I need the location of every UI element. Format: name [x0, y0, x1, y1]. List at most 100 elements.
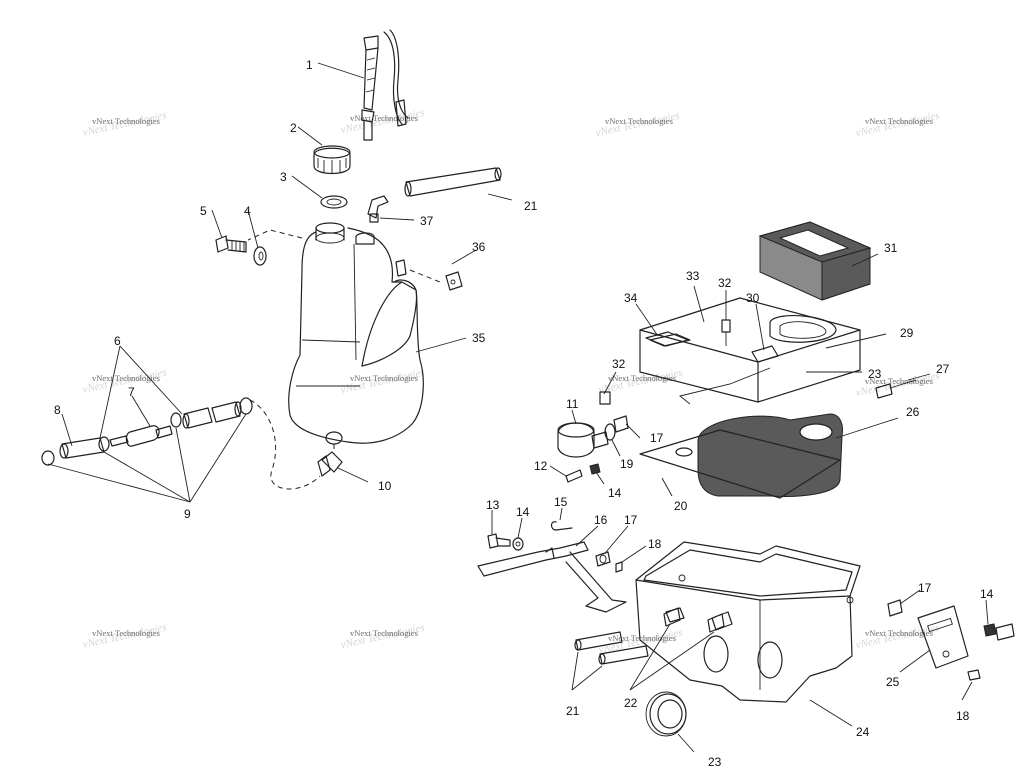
part-13-bolt — [487, 533, 511, 549]
watermark: vNext Technologies vNext Technologies — [855, 110, 941, 140]
svg-text:vNext Technologies: vNext Technologies — [865, 628, 933, 638]
svg-text:vNext Technologies: vNext Technologies — [92, 628, 160, 638]
callout-37: 37 — [420, 214, 434, 228]
callout-27: 27 — [936, 362, 950, 376]
part-33-airbox-lid — [639, 297, 861, 403]
callout-14-c: 14 — [980, 587, 994, 601]
watermark: vNext Technologies vNext Technologies — [82, 109, 168, 139]
svg-text:vNext Technologies: vNext Technologies — [350, 373, 418, 383]
svg-text:vNext Technologies: vNext Technologies — [865, 376, 933, 386]
svg-text:vNext Technologies: vNext Technologies — [92, 116, 160, 126]
callout-5: 5 — [200, 204, 207, 218]
part-37-elbow-fitting — [367, 195, 389, 223]
callout-17-a: 17 — [650, 431, 664, 445]
callout-31: 31 — [884, 241, 898, 255]
callout-6: 6 — [114, 334, 121, 348]
part-17-fitting — [613, 415, 629, 433]
part-27-stud — [875, 379, 917, 399]
watermark: vNext Technologies vNext Technologies — [340, 107, 426, 137]
callout-14-a: 14 — [516, 505, 530, 519]
part-15-clip — [550, 521, 573, 531]
part-32-clip — [721, 319, 731, 346]
callout-17-c: 17 — [918, 581, 932, 595]
part-3-gasket — [320, 195, 348, 209]
callout-12: 12 — [534, 459, 548, 473]
part-21-hose-top — [404, 167, 502, 197]
watermark: vNext Technologies vNext Technologies — [82, 366, 168, 396]
part-22-nipple — [663, 607, 725, 633]
part-8-hose — [59, 437, 105, 459]
callout-8: 8 — [54, 403, 61, 417]
part-2-fuel-cap — [313, 145, 351, 175]
part-18-rivet-right — [967, 669, 981, 681]
svg-text:vNext Technologies: vNext Technologies — [350, 628, 418, 638]
part-34-label — [645, 331, 689, 347]
callout-21-a: 21 — [524, 199, 538, 213]
part-25-mount-plate — [917, 605, 969, 669]
callout-32-b: 32 — [612, 357, 626, 371]
part-16-bracket — [477, 541, 627, 613]
callouts: 1 2 3 4 5 6 7 8 9 10 11 12 13 14 14 14 1… — [54, 58, 994, 768]
part-17-grommet — [595, 551, 611, 567]
part-17-bushing — [887, 599, 903, 617]
callout-17-b: 17 — [624, 513, 638, 527]
part-4-washer — [253, 246, 267, 266]
part-14-nut — [589, 463, 601, 475]
callout-10: 10 — [378, 479, 392, 493]
svg-text:vNext Technologies: vNext Technologies — [608, 373, 676, 383]
callout-30: 30 — [746, 291, 760, 305]
watermark: vNext Technologies vNext Technologies — [595, 110, 681, 140]
part-21-hose-bottom — [574, 631, 649, 665]
part-14-washer — [512, 537, 524, 551]
callout-32-a: 32 — [718, 276, 732, 290]
part-18-rivet — [615, 561, 623, 573]
callout-2: 2 — [290, 121, 297, 135]
callout-34: 34 — [624, 291, 638, 305]
callout-22: 22 — [624, 696, 638, 710]
part-12-screw — [565, 469, 583, 483]
callout-24: 24 — [856, 725, 870, 739]
svg-text:vNext Technologies: vNext Technologies — [605, 116, 673, 126]
callout-11: 11 — [566, 397, 579, 411]
callout-7: 7 — [128, 385, 135, 399]
svg-text:vNext Technologies: vNext Technologies — [350, 113, 418, 123]
part-35-fuel-tank — [247, 222, 441, 444]
part-11-sensor — [557, 422, 609, 458]
callout-15: 15 — [554, 495, 568, 509]
part-14-nut-right — [983, 623, 1015, 641]
callout-29: 29 — [900, 326, 914, 340]
part-23-grommet-ring — [645, 691, 687, 737]
callout-16: 16 — [594, 513, 608, 527]
part-10-drain-fitting — [317, 431, 343, 477]
callout-13: 13 — [486, 498, 500, 512]
svg-text:vNext Technologies: vNext Technologies — [608, 633, 676, 643]
callout-9: 9 — [184, 507, 191, 521]
watermark: vNext Technologies vNext Technologies — [340, 367, 426, 397]
part-6-hose — [182, 401, 242, 429]
callout-3: 3 — [280, 170, 287, 184]
callout-21-b: 21 — [566, 704, 580, 718]
callout-25: 25 — [886, 675, 900, 689]
callout-23-b: 23 — [868, 367, 882, 381]
part-1-fuel-gauge — [361, 29, 409, 141]
fuel-line-path — [249, 399, 321, 490]
watermark: vNext Technologies vNext Technologies — [340, 622, 426, 652]
callout-14-b: 14 — [608, 486, 622, 500]
callout-23-a: 23 — [708, 755, 722, 768]
callout-19: 19 — [620, 457, 634, 471]
part-5-bolt — [215, 235, 247, 253]
part-24-airbox — [635, 541, 861, 703]
leader-lines — [47, 62, 989, 753]
callout-4: 4 — [244, 204, 251, 218]
svg-text:vNext Technologies: vNext Technologies — [865, 116, 933, 126]
part-36-clip — [445, 271, 463, 291]
svg-text:vNext Technologies: vNext Technologies — [92, 373, 160, 383]
callout-33: 33 — [686, 269, 700, 283]
watermark: vNext Technologies vNext Technologies — [82, 621, 168, 651]
callout-26: 26 — [906, 405, 920, 419]
callout-18-a: 18 — [648, 537, 662, 551]
part-26-foam-filter — [697, 413, 843, 497]
callout-36: 36 — [472, 240, 486, 254]
part-20-plate — [639, 429, 841, 499]
